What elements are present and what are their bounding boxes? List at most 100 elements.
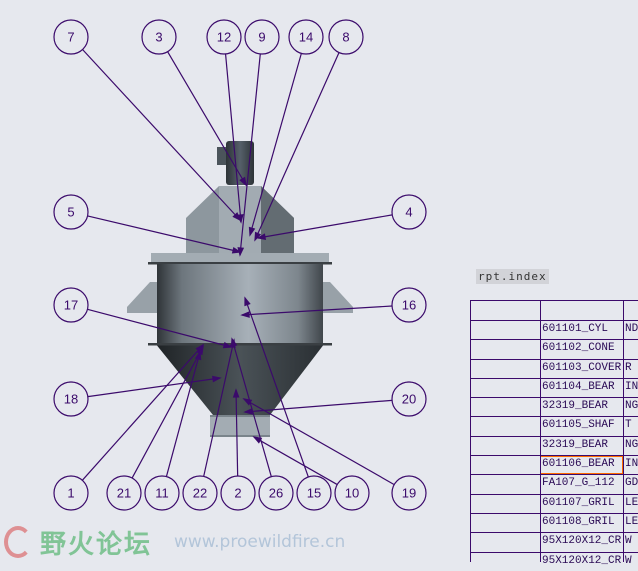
part-name-cell: 601103_COVER [542,361,622,374]
balloon-circle [53,19,89,55]
balloon[interactable]: 20 [391,381,427,417]
overflow-cell: W [625,535,632,548]
balloon-label: 2 [234,486,241,501]
table-column-line [623,300,624,562]
balloon[interactable]: 2 [220,475,256,511]
balloon-circle [296,475,332,511]
balloon-circle [144,475,180,511]
part-name-cell: 601105_SHAF [542,419,615,432]
leader-line [224,53,242,223]
arrowhead-icon [231,246,242,254]
balloon[interactable]: 10 [334,475,370,511]
balloon[interactable]: 3 [141,19,177,55]
balloon-label: 16 [402,298,416,313]
arrowhead-icon [243,408,253,415]
table-row[interactable]: 601106_BEAR IN [470,455,638,475]
leader-line [253,436,338,486]
table-row[interactable]: 601102_CONE [470,339,638,358]
leader-line [244,399,393,413]
part-name-cell: 601101_CYL [542,323,609,335]
watermark-logo-icon [4,526,32,558]
balloon[interactable]: 18 [53,381,89,417]
parameter-tag[interactable]: rpt.index [476,269,549,284]
balloon[interactable]: 8 [328,19,364,55]
balloon[interactable]: 12 [206,19,242,55]
balloon-circle [391,287,427,323]
arrowhead-icon [252,436,263,444]
balloon[interactable]: 4 [391,194,427,230]
part-name-cell: FA107_G_112 [542,477,615,490]
leader-lines [81,49,395,486]
balloon-circle [391,381,427,417]
balloon[interactable]: 26 [258,475,294,511]
balloon-label: 14 [299,30,313,45]
balloon[interactable]: 21 [106,475,142,511]
balloon[interactable]: 22 [182,475,218,511]
balloon[interactable]: 7 [53,19,89,55]
table-row[interactable]: 601105_SHAF T [470,416,638,435]
leader-line [257,214,393,239]
leader-line [87,377,221,398]
balloon-label: 10 [345,486,359,501]
balloon-label: 3 [155,30,162,45]
right-bracket [323,282,353,313]
balloon[interactable]: 5 [53,194,89,230]
balloon[interactable]: 17 [53,287,89,323]
balloon[interactable]: 9 [244,19,280,55]
part-name-cell: 601107_GRIL [542,496,615,509]
balloon[interactable]: 14 [288,19,324,55]
balloon-circle [106,475,142,511]
mixer-model [127,141,353,437]
balloon-label: 7 [67,30,74,45]
table-row[interactable] [470,300,638,320]
balloon-circle [220,475,256,511]
overflow-cell: T [625,419,632,432]
balloon-circle [182,475,218,511]
balloon[interactable]: 19 [391,475,427,511]
balloon[interactable]: 1 [53,475,89,511]
cone-hopper [157,345,323,415]
part-name-cell: 601104_BEAR [542,380,615,393]
arrowhead-icon [194,350,202,361]
arrowhead-icon [248,226,256,237]
outlet-flange [210,415,270,437]
leader-line [231,338,272,477]
overflow-cell: IN [625,458,638,471]
balloon[interactable]: 16 [391,287,427,323]
leader-line [249,53,302,236]
overflow-cell: R [625,361,632,374]
overflow-cell: NG [625,438,638,451]
leader-line [87,308,232,348]
arrowhead-icon [230,337,238,348]
leader-line [243,398,395,486]
part-name-cell: 95X120X12_CR [542,535,622,548]
overflow-cell: LE [625,515,638,528]
table-column-line [470,300,471,562]
leader-line [81,344,204,481]
balloon-label: 21 [117,486,131,501]
arrowhead-icon [256,233,267,241]
overflow-cell: NG [625,400,638,413]
arrowhead-icon [244,296,251,307]
part-name-cell: 601106_BEAR [542,458,615,471]
balloon[interactable]: 15 [296,475,332,511]
balloon-circle [334,475,370,511]
motor [226,141,254,185]
left-bracket [127,282,157,313]
part-name-cell: 95X120X12_CR [542,554,622,567]
balloon[interactable]: 11 [144,475,180,511]
arrowhead-icon [236,214,244,224]
